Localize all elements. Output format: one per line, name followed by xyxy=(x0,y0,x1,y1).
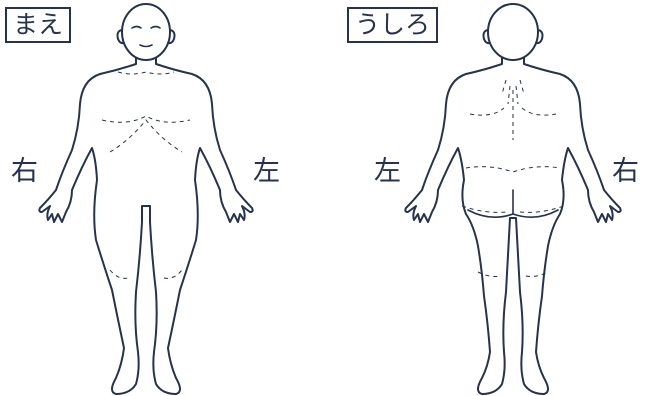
front-right-knee-line xyxy=(110,270,128,278)
front-left-eye xyxy=(151,27,160,29)
front-mouth xyxy=(140,45,152,47)
front-body-outline xyxy=(39,58,252,394)
front-ribcage-line xyxy=(110,120,182,152)
back-waist-line xyxy=(466,167,560,172)
front-head xyxy=(122,4,170,60)
back-head xyxy=(488,4,538,60)
back-body-figure xyxy=(405,4,620,394)
front-chest-line xyxy=(102,116,190,122)
front-collarbone-line xyxy=(118,72,174,74)
front-left-knee-line xyxy=(164,270,182,278)
front-body-figure xyxy=(39,4,252,394)
front-right-eye xyxy=(132,27,141,29)
